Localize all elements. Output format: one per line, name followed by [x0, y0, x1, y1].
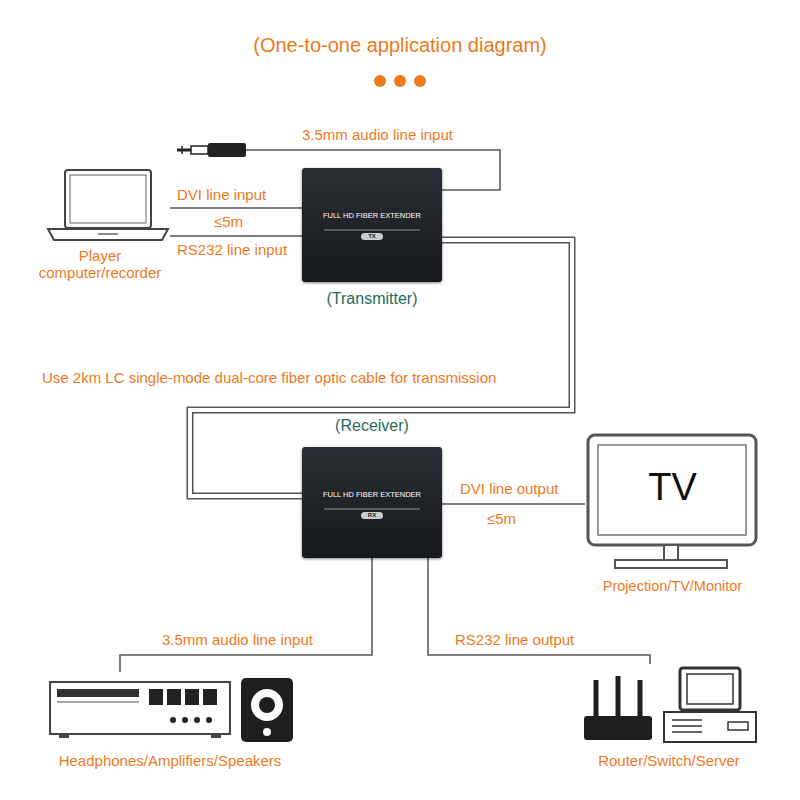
- badge-holder: RX: [302, 503, 442, 521]
- cable-label: RS232 line input: [175, 241, 289, 258]
- diagram-title: (One-to-one application diagram): [0, 34, 800, 57]
- node-text: Headphones/Amplifiers/Speakers: [0, 752, 375, 769]
- title-dot: [414, 75, 426, 87]
- node-text: Player computer/recorder: [30, 247, 170, 282]
- cable-label: DVI line output: [458, 480, 560, 497]
- network-device-node: Router/Switch/Server: [578, 664, 760, 772]
- note-label: ≤5m: [485, 510, 518, 527]
- device-badge: RX: [361, 512, 383, 519]
- signal-cable: [170, 208, 302, 209]
- badge-holder: TX: [302, 224, 442, 242]
- audio-device-node: Headphones/Amplifiers/Speakers: [45, 672, 295, 772]
- cable-line: [170, 235, 302, 237]
- device-illustration: [302, 447, 442, 558]
- signal-cable: [170, 236, 302, 237]
- title-dot: [394, 75, 406, 87]
- note-label: 3.5mm audio line input: [300, 126, 455, 143]
- audio-jack: [177, 143, 246, 157]
- cable-line: [442, 503, 585, 505]
- receiver-box: (Receiver)FULL HD FIBER EXTENDERRX: [302, 447, 442, 558]
- node-text: Projection/TV/Monitor: [505, 578, 800, 595]
- node-text: (Receiver): [222, 417, 522, 435]
- cable-label: RS232 line output: [453, 631, 576, 648]
- signal-cable: [442, 504, 585, 505]
- cable-label: 3.5mm audio line input: [160, 631, 315, 648]
- signal-cable: [428, 558, 650, 664]
- device-badge: TX: [361, 233, 383, 240]
- tv-node: TVProjection/TV/Monitor: [585, 432, 760, 600]
- node-text: (Transmitter): [222, 290, 522, 308]
- cable-label: DVI line input: [175, 186, 268, 203]
- cable-line: [120, 558, 372, 672]
- transmitter-box: FULL HD FIBER EXTENDERTX(Transmitter): [302, 168, 442, 282]
- laptop-node: Player computer/recorder: [30, 165, 170, 285]
- cable-label: Use 2km LC single-mode dual-core fiber o…: [40, 369, 498, 386]
- device-illustration: [302, 168, 442, 282]
- cable-line: [170, 207, 302, 209]
- title-dot: [374, 75, 386, 87]
- node-text: Router/Switch/Server: [498, 752, 800, 769]
- signal-cable: [120, 558, 372, 672]
- node-text: FULL HD FIBER EXTENDER: [222, 212, 522, 221]
- cable-line: [428, 558, 650, 664]
- device-illustration: [585, 432, 760, 600]
- note-label: ≤5m: [212, 213, 245, 230]
